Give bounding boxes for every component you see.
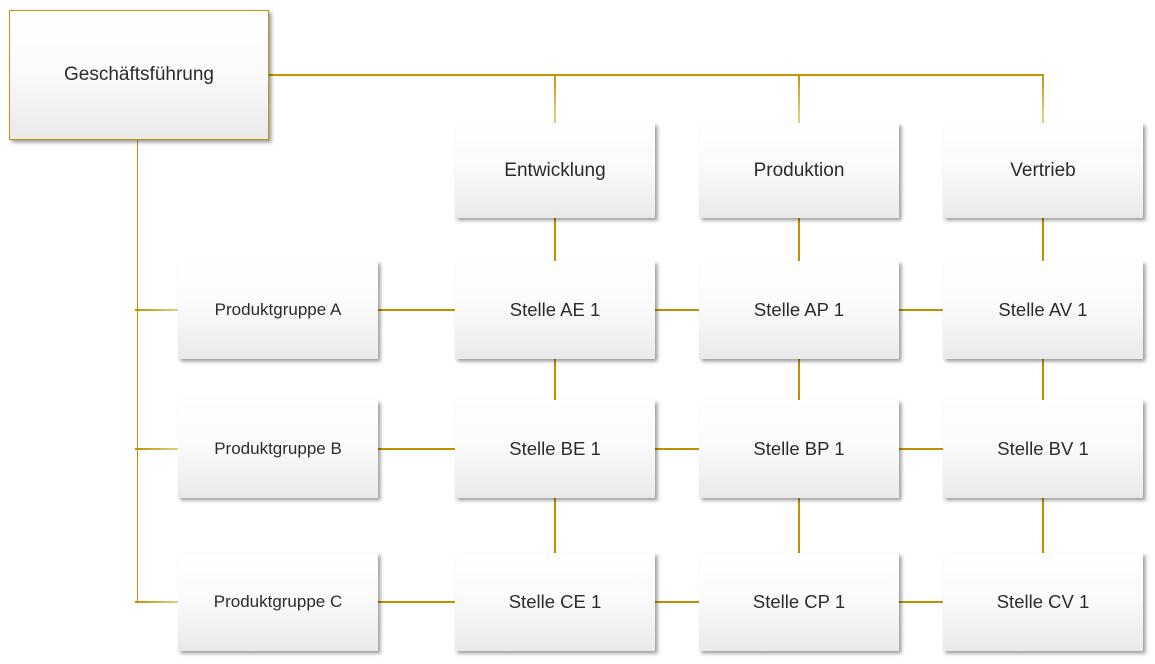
edge-vertrieb-to-av1: [1042, 218, 1044, 261]
edge-be1-to-bp1: [655, 448, 699, 450]
node-geschaeftsfuehrung: Geschäftsführung: [9, 10, 269, 140]
edge-cp1-to-cv1: [898, 601, 943, 603]
edge-av1-to-bv1: [1042, 359, 1044, 400]
edge-branch-produktgruppe-a: [135, 309, 178, 311]
node-label: Vertrieb: [1010, 159, 1076, 181]
edge-drop-entwicklung: [554, 74, 556, 123]
edge-drop-vertrieb: [1042, 74, 1044, 123]
edge-branch-produktgruppe-b: [135, 448, 178, 450]
node-stelle-ap1: Stelle AP 1: [699, 261, 899, 359]
edge-produktion-to-ap1: [798, 218, 800, 261]
node-stelle-av1: Stelle AV 1: [943, 261, 1143, 359]
node-entwicklung: Entwicklung: [455, 123, 655, 218]
edge-ae1-to-be1: [554, 359, 556, 400]
node-label: Geschäftsführung: [64, 64, 214, 85]
node-stelle-cp1: Stelle CP 1: [699, 553, 899, 651]
node-stelle-cv1: Stelle CV 1: [943, 553, 1143, 651]
node-produktgruppe-c: Produktgruppe C: [178, 553, 378, 651]
edge-entwicklung-to-ae1: [554, 218, 556, 261]
edge-root-top-rail: [267, 74, 1044, 76]
node-label: Produktgruppe B: [214, 439, 342, 458]
edge-bp1-to-bv1: [898, 448, 943, 450]
node-label: Stelle CV 1: [996, 591, 1090, 612]
node-label: Produktgruppe A: [214, 300, 342, 319]
node-label: Stelle BE 1: [509, 438, 601, 459]
edge-ap1-to-bp1: [798, 359, 800, 400]
edge-rowA-header-to-ae1: [378, 309, 455, 311]
node-produktion: Produktion: [699, 123, 899, 218]
node-stelle-ce1: Stelle CE 1: [455, 553, 655, 651]
edge-be1-to-ce1: [554, 498, 556, 553]
node-label: Produktgruppe C: [213, 592, 343, 611]
edge-bv1-to-cv1: [1042, 498, 1044, 553]
node-produktgruppe-a: Produktgruppe A: [178, 261, 378, 359]
node-label: Stelle AV 1: [998, 299, 1088, 320]
edge-branch-produktgruppe-c: [135, 601, 178, 603]
node-label: Stelle AP 1: [753, 299, 845, 320]
node-label: Stelle AE 1: [509, 299, 601, 320]
node-label: Stelle CE 1: [508, 591, 602, 612]
edge-ap1-to-av1: [898, 309, 943, 311]
node-label: Stelle BV 1: [997, 438, 1089, 459]
node-label: Stelle CP 1: [752, 591, 846, 612]
node-stelle-bv1: Stelle BV 1: [943, 400, 1143, 498]
node-label: Stelle BP 1: [753, 438, 845, 459]
node-produktgruppe-b: Produktgruppe B: [178, 400, 378, 498]
edge-bp1-to-cp1: [798, 498, 800, 553]
node-vertrieb: Vertrieb: [943, 123, 1143, 218]
edge-ae1-to-ap1: [655, 309, 699, 311]
node-stelle-ae1: Stelle AE 1: [455, 261, 655, 359]
node-label: Entwicklung: [504, 159, 606, 181]
edge-rowB-header-to-be1: [378, 448, 455, 450]
node-label: Produktion: [753, 159, 845, 181]
node-stelle-be1: Stelle BE 1: [455, 400, 655, 498]
edge-root-left-rail: [136, 138, 138, 603]
edge-drop-produktion: [798, 74, 800, 123]
node-stelle-bp1: Stelle BP 1: [699, 400, 899, 498]
edge-ce1-to-cp1: [655, 601, 699, 603]
edge-rowC-header-to-ce1: [378, 601, 455, 603]
